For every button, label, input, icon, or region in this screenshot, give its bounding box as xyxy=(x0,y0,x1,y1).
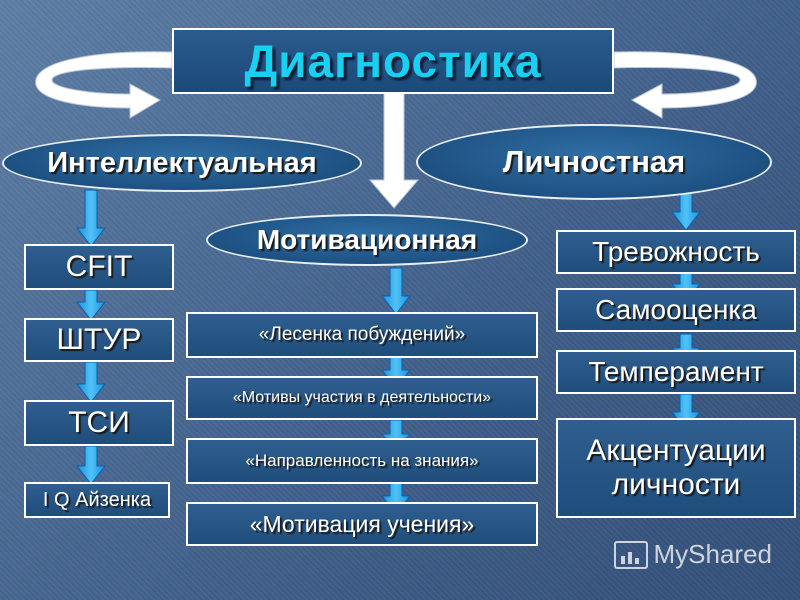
arrow-int-2 xyxy=(75,289,107,321)
arrow-pers-1 xyxy=(670,191,702,231)
arrow-int-1 xyxy=(75,189,107,247)
curved-arrow-left xyxy=(35,51,173,119)
arrow-int-3 xyxy=(75,361,107,403)
motivational-item: «Мотивы участия в деятельности» xyxy=(186,376,538,420)
category-personal: Личностная xyxy=(416,124,772,200)
personal-item: Тревожность xyxy=(556,230,796,274)
title-box: Диагностика xyxy=(172,28,614,94)
arrow-int-4 xyxy=(75,445,107,485)
personal-item: Самооценка xyxy=(556,288,796,332)
personal-item: Темперамент xyxy=(556,350,796,394)
curved-arrow-right xyxy=(613,51,757,119)
motivational-item: «Направленность на знания» xyxy=(186,438,538,484)
motivational-item: «Мотивация учения» xyxy=(186,502,538,546)
intellectual-item: I Q Айзенка xyxy=(24,482,170,518)
category-intellectual: Интеллектуальная xyxy=(2,134,362,192)
watermark-text: MyShared xyxy=(653,539,773,569)
motivational-item: «Лесенка побуждений» xyxy=(186,312,538,358)
personal-item: Акцентуации личности xyxy=(556,418,796,518)
watermark: MyShared xyxy=(613,539,773,570)
intellectual-item: CFIT xyxy=(24,244,174,290)
arrow-mot-1 xyxy=(380,267,412,315)
center-down-arrow xyxy=(368,91,420,209)
intellectual-item: ШТУР xyxy=(24,318,174,362)
diagram-title: Диагностика xyxy=(244,35,542,87)
intellectual-item: ТСИ xyxy=(24,400,174,446)
presentation-icon xyxy=(613,540,648,569)
category-motivational: Мотивационная xyxy=(206,214,528,266)
